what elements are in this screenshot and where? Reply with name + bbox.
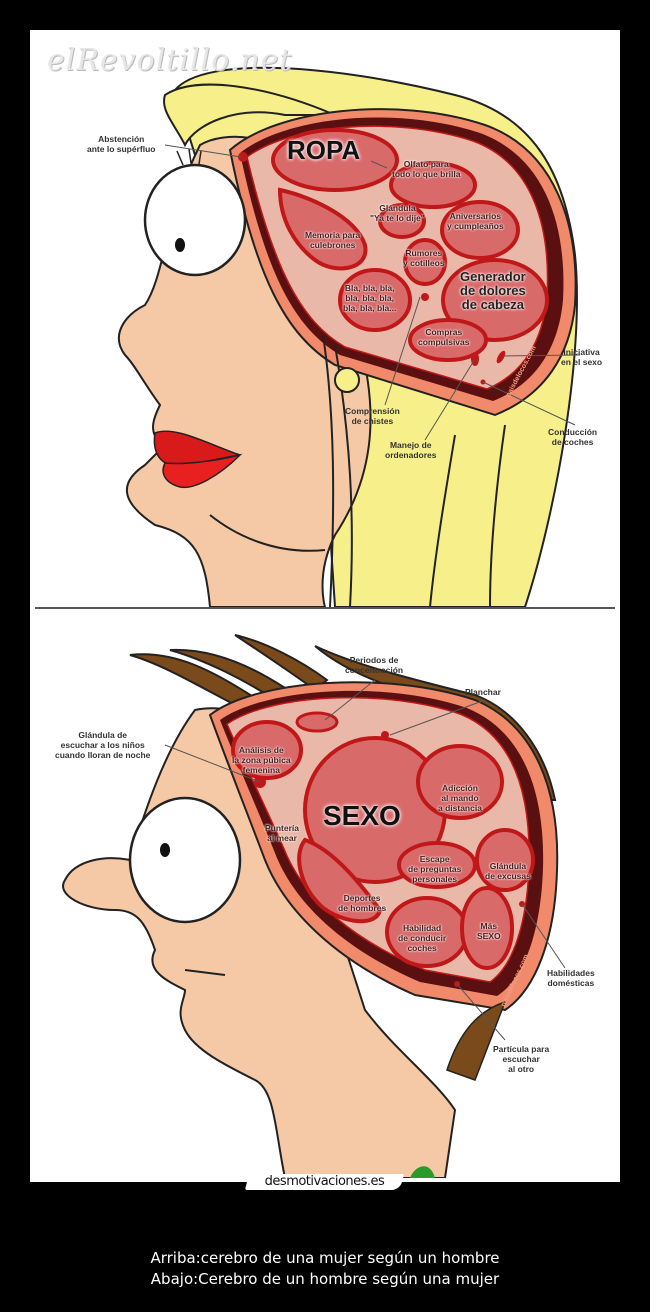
man-brain-panel: SEXO Análisis de la zona púbica femenina… [35, 610, 615, 1178]
label-glandula-ya-te-lo-dije: Glándula "Ya te lo dije" [370, 203, 425, 223]
label-planchar: Planchar [465, 687, 501, 697]
region-generador-dolores: Generador de dolores de cabeza [460, 269, 526, 312]
label-iniciativa: Iniciativa en el sexo [561, 347, 603, 367]
label-abstencion: Abstención ante lo supérfluo [87, 134, 156, 154]
label-habilidades-domesticas: Habilidades domésticas [547, 968, 595, 988]
label-escape-preguntas: Escape de preguntas personales [408, 854, 462, 884]
site-logo[interactable]: desmotivaciones.es [264, 1174, 385, 1189]
caption-line-1: Arriba:cerebro de una mujer según un hom… [150, 1249, 500, 1267]
label-particula-escuchar: Partícula para escuchar al otro [493, 1044, 550, 1074]
watermark-elrevoltillo: elRevoltillo.net [47, 43, 293, 78]
label-glandula-excusas: Glándula de excusas [485, 861, 531, 881]
label-mas-sexo: Más SEXO [477, 921, 501, 941]
label-olfato: Olfato para todo lo que brilla [392, 159, 461, 179]
label-adiccion-mando: Adicción al mando a distancia [438, 783, 482, 813]
label-comprension-chistes: Comprensión de chistes [345, 406, 400, 426]
label-aniversarios: Aniversarios y cumpleaños [447, 211, 504, 231]
woman-brain-panel: elRevoltillo.net ROPA Generador de dolor… [35, 35, 615, 609]
man-illustration [62, 634, 566, 1178]
region-ropa: ROPA [287, 135, 361, 165]
woman-illustration [118, 66, 581, 607]
label-bla-bla: Bla, bla, bla, bla, bla, bla, bla, bla, … [343, 283, 397, 313]
label-memoria-culebrones: Memoria para culebrones [305, 230, 361, 250]
caption-line-2: Abajo:Cerebro de un hombre según una muj… [150, 1270, 500, 1288]
region-sexo: SEXO [323, 800, 401, 831]
label-glandula-ninos: Glándula de escuchar a los niños cuando … [55, 730, 151, 760]
label-deportes: Deportes de hombres [338, 893, 387, 913]
label-punteria: Puntería al mear [265, 823, 300, 843]
label-rumores: Rumores y cotilleos [403, 248, 445, 268]
label-manejo-ordenadores: Manejo de ordenadores [385, 440, 437, 460]
label-habilidad-conducir: Habilidad de conducir coches [398, 923, 447, 953]
label-conduccion: Conducción de coches [548, 427, 598, 447]
label-compras: Compras compulsivas [418, 327, 470, 347]
poster-frame: elRevoltillo.net ROPA Generador de dolor… [30, 30, 620, 1182]
label-analisis-zona: Análisis de la zona púbica femenina [232, 745, 291, 775]
label-periodos-concentracion: Periodos de concentración [345, 655, 404, 675]
